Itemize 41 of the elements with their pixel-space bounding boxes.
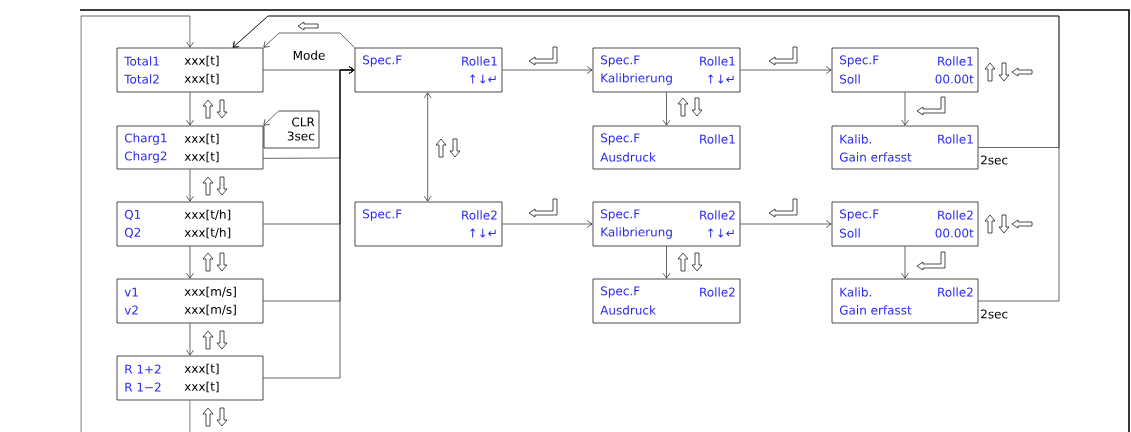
display-box: Spec.F Rolle1 Kalibrierung ↑↓↵ <box>592 47 741 93</box>
node-label: Rolle1 <box>938 134 973 144</box>
display-box: Spec.F Rolle1 Soll 00.00t <box>831 47 979 93</box>
arrow <box>186 323 194 356</box>
arrow <box>502 220 593 228</box>
display-box: v1 xxx[m/s] v2 xxx[m/s] <box>116 278 264 324</box>
arrow <box>186 246 194 279</box>
node-label: Kalib. <box>840 134 872 144</box>
display-box: Spec.F Rolle2 ↑↓↵ <box>354 201 503 247</box>
duration-label: 2sec <box>981 155 1008 165</box>
node-label: Gain erfasst <box>839 305 912 315</box>
display-box: Kalib. Rolle1 Gain erfasst <box>831 125 979 170</box>
edge-label: Mode <box>291 49 327 61</box>
display-box: Spec.F Rolle2 Soll 00.00t <box>831 201 979 247</box>
arrow <box>263 66 355 379</box>
arrow <box>263 110 280 126</box>
display-box: R 1+2 xxx[t] R 1−2 xxx[t] <box>116 355 264 401</box>
arrow <box>423 92 432 202</box>
display-box: Spec.F Rolle2 Kalibrierung ↑↓↵ <box>592 201 741 247</box>
arrow <box>662 246 671 279</box>
arrow <box>186 92 194 126</box>
node-label: Kalib. <box>840 287 872 297</box>
arrow <box>232 15 1060 302</box>
display-box: Total1 xxx[t] Total2 xxx[t] <box>116 47 264 93</box>
arrow <box>740 66 832 74</box>
display-box: Spec.F Rolle1 ↑↓↵ <box>354 47 503 93</box>
display-box: Spec.F Rolle2 Ausdruck <box>592 278 741 324</box>
node-label: Rolle2 <box>938 287 973 297</box>
display-box: Kalib. Rolle2 Gain erfasst <box>831 278 979 324</box>
node-label: Gain erfasst <box>839 152 912 162</box>
callout-box: CLR 3sec <box>263 110 320 149</box>
arrow <box>740 220 832 228</box>
display-box: Spec.F Rolle1 Ausdruck <box>592 125 741 170</box>
arrow <box>502 66 593 74</box>
arrow <box>80 15 194 432</box>
arrow <box>662 92 671 126</box>
duration-label: 2sec <box>981 309 1008 319</box>
display-box: Q1 xxx[t/h] Q2 xxx[t/h] <box>116 201 264 247</box>
display-box: Charg1 xxx[t] Charg2 xxx[t] <box>116 125 264 170</box>
arrow <box>186 169 194 202</box>
arrow <box>263 32 355 48</box>
